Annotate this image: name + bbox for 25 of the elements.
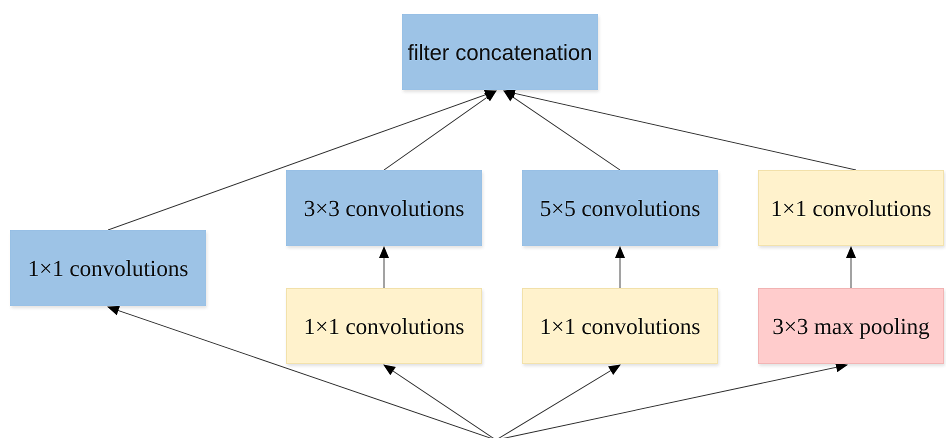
arrow (379, 246, 389, 288)
process-box (522, 170, 718, 246)
box-label: filter concatenation (408, 38, 592, 66)
process-box (286, 288, 482, 364)
process-box (286, 170, 482, 246)
process-box (522, 288, 718, 364)
box-label: 3×3 convolutions (304, 194, 464, 222)
process-box (10, 230, 206, 306)
box-label: 3×3 max pooling (772, 312, 930, 341)
arrow (615, 246, 625, 288)
box-label: 5×5 convolutions (540, 194, 700, 222)
process-box (758, 170, 944, 246)
process-box (402, 14, 598, 90)
arrow (496, 364, 621, 438)
arrow (108, 90, 497, 230)
box-label: 1×1 convolutions (304, 312, 464, 340)
box-label: 1×1 convolutions (28, 254, 188, 282)
arrow (846, 246, 856, 288)
process-box (758, 288, 944, 364)
arrow (503, 88, 856, 170)
arrow (384, 90, 497, 170)
box-label: 1×1 convolutions (770, 194, 932, 222)
arrow (383, 364, 496, 438)
box-label: 1×1 convolutions (540, 312, 700, 340)
arrow (503, 90, 620, 170)
